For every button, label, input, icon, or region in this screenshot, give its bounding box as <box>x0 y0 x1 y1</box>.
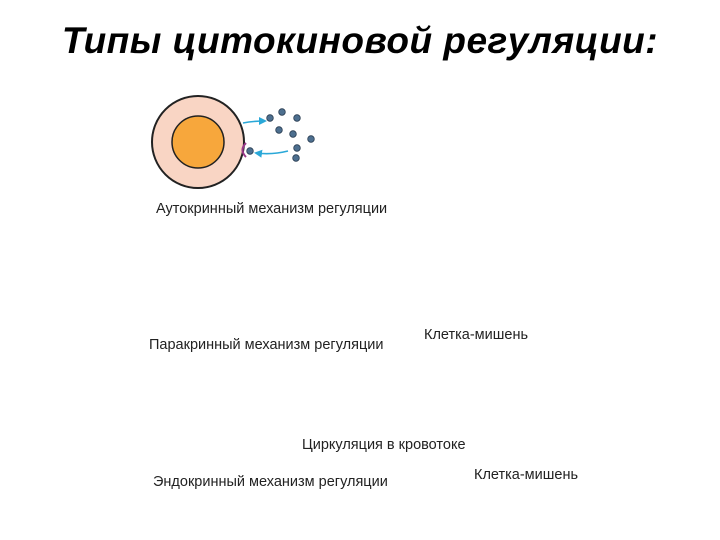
endocrine-target-label: Клетка-мишень <box>474 467 579 483</box>
cytokine-molecules <box>246 108 315 162</box>
receptor-icon <box>241 142 247 158</box>
page-title: Типы цитокиновой регуляции: <box>61 20 659 61</box>
secretion-arrow <box>242 117 267 126</box>
binding-arrow <box>254 149 289 158</box>
endocrine-label: Эндокринный механизм регуляции <box>153 474 388 490</box>
autocrine-label: Аутокринный механизм регуляции <box>156 201 388 217</box>
cell-nucleus <box>171 115 225 169</box>
circulation-label: Циркуляция в кровотоке <box>302 437 466 453</box>
paracrine-target-label: Клетка-мишень <box>424 327 529 343</box>
paracrine-label: Паракринный механизм регуляции <box>149 337 384 353</box>
autocrine-row <box>151 95 315 189</box>
